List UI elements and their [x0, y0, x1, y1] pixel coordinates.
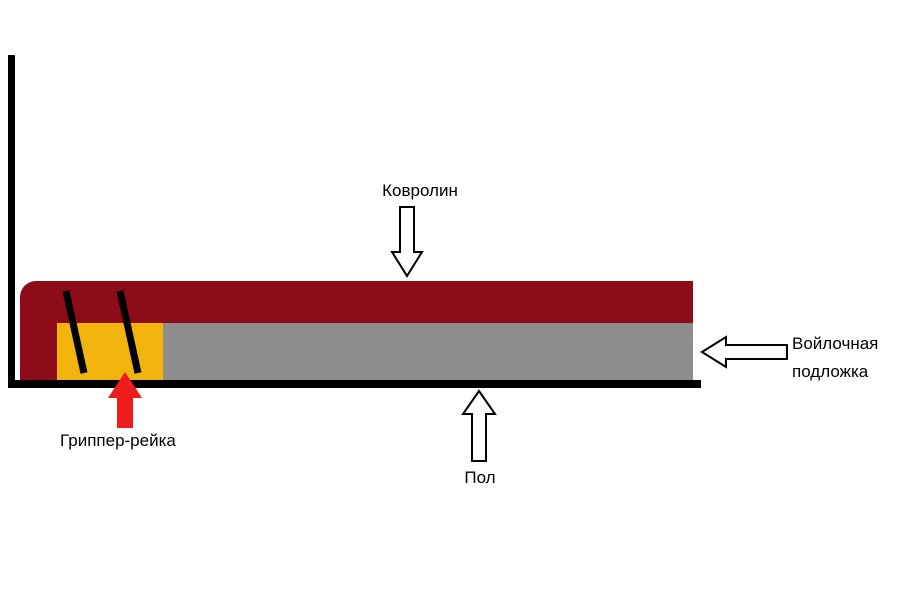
carpet-label: Ковролин — [382, 181, 458, 200]
gripper-label: Гриппер-рейка — [60, 431, 176, 450]
carpet-left-wrap — [20, 300, 57, 380]
carpet-layer — [20, 281, 693, 323]
carpet-arrow-down-icon — [390, 206, 424, 278]
wall-line — [8, 55, 15, 388]
floor-arrow-up-icon — [461, 389, 497, 462]
underlay-label: Войлочная подложка — [792, 334, 879, 381]
gripper-rail-block — [57, 323, 163, 380]
floor-label: Пол — [464, 468, 496, 487]
floor-line — [8, 380, 701, 388]
felt-underlay-layer — [163, 323, 693, 380]
underlay-arrow-left-icon — [700, 335, 788, 369]
